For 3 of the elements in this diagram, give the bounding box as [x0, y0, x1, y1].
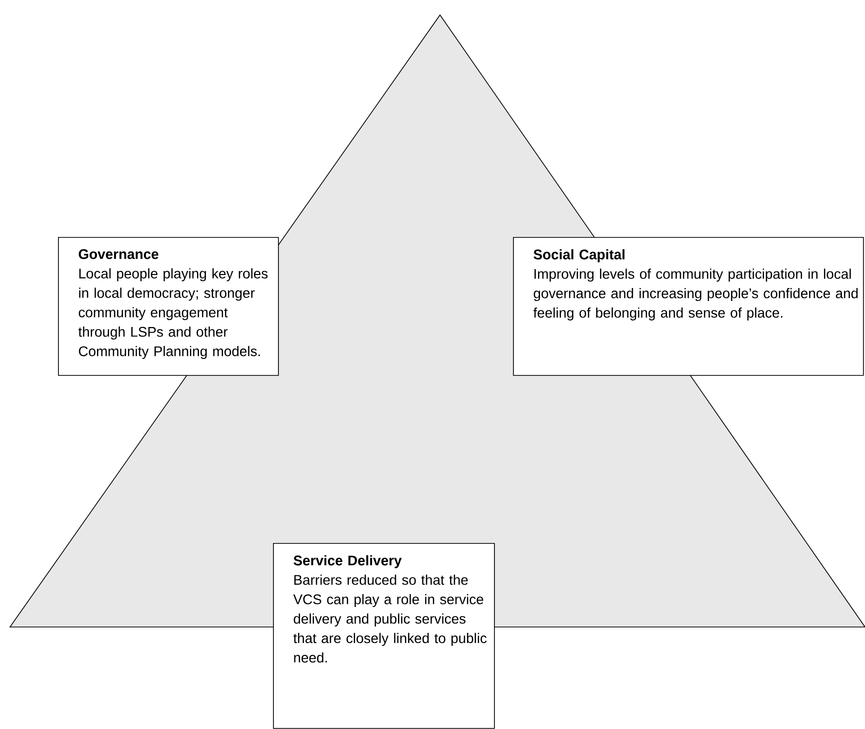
text-box: Social Capital Improving levels of community participation in local governance and increasing people’s confidence and feeling of belonging and sense of place.: [513, 237, 864, 376]
text-box: Governance Local people playing key roles in local democracy; stronger community engagement through LSPs and other Community Planning models.: [58, 237, 279, 376]
text-box: Service Delivery Barriers reduced so that the VCS can play a role in service delivery and public services that are closely linked to public need.: [273, 543, 495, 729]
